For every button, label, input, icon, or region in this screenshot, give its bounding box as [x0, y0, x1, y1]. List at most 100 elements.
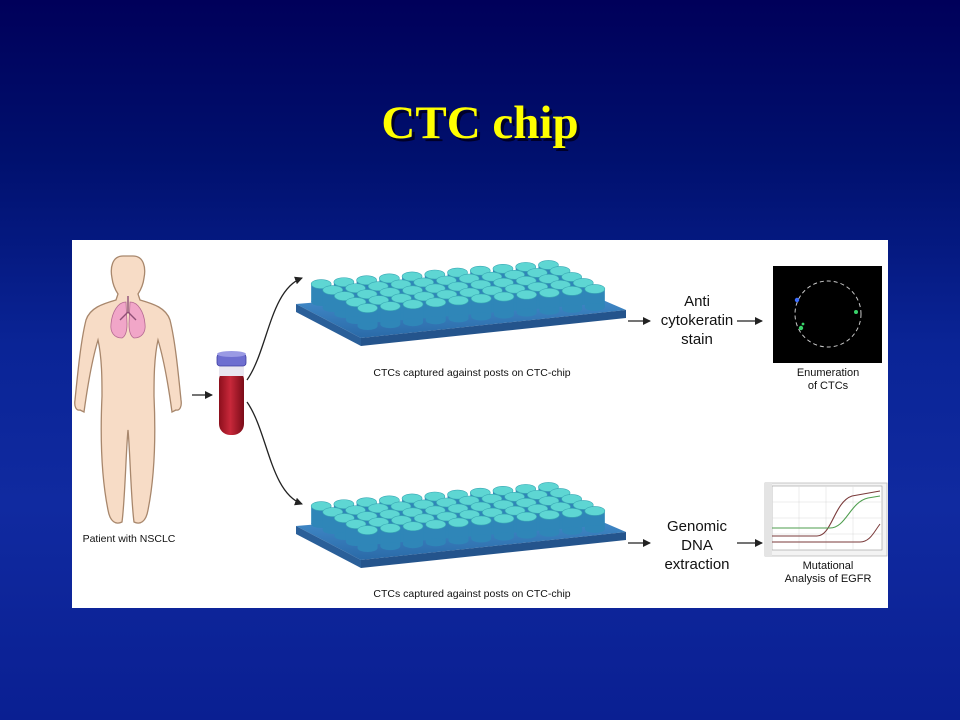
ctc-chip-bottom	[296, 482, 626, 568]
genomic-dna-extraction-label: Genomic DNA extraction	[647, 517, 747, 574]
chip-post-top	[368, 517, 389, 527]
stain-line-2: cytokeratin	[660, 312, 734, 329]
chip-post-top	[482, 507, 503, 518]
chip-post-top	[572, 500, 594, 510]
chip-post-top	[402, 507, 423, 518]
patient-label: Patient with NSCLC	[82, 533, 176, 545]
chip-post-top	[504, 283, 526, 294]
chip-post-bottom	[562, 526, 583, 535]
chip-post-bottom	[403, 318, 424, 327]
lungs-icon	[110, 296, 146, 339]
chip-post-top	[334, 291, 355, 301]
chip-post-top	[527, 503, 549, 514]
chip-post-top	[527, 490, 548, 500]
chip-post-top	[379, 287, 401, 298]
chip-post-top	[459, 287, 480, 298]
chip-post-top	[356, 275, 377, 286]
chip-post-bottom	[539, 528, 560, 537]
chip-post-top	[469, 487, 491, 498]
chip-post-top	[538, 496, 560, 506]
chip-post	[562, 512, 583, 531]
stain-line-1: Anti	[684, 293, 710, 310]
chip-post-bottom	[562, 304, 583, 313]
diagram-canvas	[74, 255, 888, 568]
slide-title: CTC chip	[381, 97, 579, 149]
chip-post-top	[333, 277, 355, 287]
chip-post-top	[368, 295, 389, 305]
chip-post-top	[356, 497, 377, 508]
chip-post-top	[470, 279, 492, 290]
chip-post-bottom	[584, 302, 605, 311]
chip-post-top	[448, 295, 469, 306]
chip-post-top	[448, 517, 469, 528]
chip-post-top	[550, 280, 571, 290]
chip-post	[584, 510, 605, 529]
chip-post-top	[424, 283, 446, 294]
chip-post-top	[345, 505, 366, 515]
chip-post-top	[458, 273, 480, 284]
chip-post-top	[345, 283, 366, 293]
chip-post-top	[379, 523, 401, 533]
chip-post-top	[402, 285, 423, 296]
chip-post-bottom	[584, 524, 605, 533]
chip-post	[380, 528, 401, 547]
chip-post-top	[401, 493, 423, 504]
chip-post-top	[322, 285, 344, 295]
enumeration-line-1: Enumeration	[796, 367, 860, 379]
chip-post-bottom	[380, 542, 401, 551]
chip-post-top	[379, 509, 401, 520]
enumeration-line-2: of CTCs	[807, 380, 849, 392]
chip-post-bottom	[425, 538, 446, 547]
chip-post	[516, 294, 537, 313]
chip-post-top	[470, 293, 492, 304]
chip-post	[471, 520, 492, 539]
chip-post-top	[515, 484, 537, 494]
chip-post-top	[436, 275, 457, 286]
chip-post	[425, 302, 446, 321]
ctc-stain-image	[773, 266, 882, 363]
chip-post-bottom	[516, 530, 537, 539]
chip-post-top	[516, 289, 537, 300]
chip-post-top	[539, 287, 560, 298]
anti-cytokeratin-stain-label: Anti cytokeratin stain	[647, 292, 747, 349]
chip-post-top	[379, 301, 401, 311]
chip-post-bottom	[471, 534, 492, 543]
chip-post-bottom	[493, 310, 514, 319]
chip-post-top	[492, 485, 514, 496]
chip-post-top	[447, 281, 469, 292]
chip-post-top	[470, 515, 492, 526]
chip-post-top	[515, 275, 537, 286]
chip-post	[493, 296, 514, 315]
chip-post-top	[402, 299, 424, 310]
chip-post-top	[482, 285, 503, 296]
chip-post-top	[458, 495, 480, 506]
chip-post-top	[436, 511, 458, 522]
chip-post-top	[390, 279, 412, 290]
tube-to-bottom-chip-arrow	[246, 401, 303, 506]
chip-post-top	[538, 260, 559, 270]
chip-post-top	[413, 277, 434, 288]
chip-post-top	[550, 502, 571, 512]
chip-post-top	[584, 506, 606, 516]
chip-post-top	[413, 499, 434, 510]
chip-post-top	[310, 501, 332, 511]
chip-post-top	[572, 278, 594, 288]
chip-base-front	[361, 532, 626, 568]
figure-panel: Patient with NSCLC CTCs captured against…	[72, 240, 888, 608]
chip-post-bottom	[448, 314, 469, 323]
chip-post-top	[493, 277, 514, 288]
chip-post-top	[436, 289, 458, 300]
chip-post-bottom	[380, 320, 401, 329]
tube-to-top-chip-arrow	[246, 276, 303, 381]
chip-base-side	[296, 526, 361, 568]
chip-post-bottom	[448, 536, 469, 545]
chip-post-top	[561, 494, 582, 504]
chip-post-top	[561, 508, 583, 518]
chip-post-top	[447, 489, 468, 500]
chip-post-bottom	[539, 306, 560, 315]
chip-post-top	[424, 505, 446, 516]
ctc-chip-top	[296, 260, 626, 346]
chip-post-top	[391, 515, 412, 526]
chip-post-top	[447, 503, 469, 514]
egfr-amplification-plot	[764, 482, 888, 557]
